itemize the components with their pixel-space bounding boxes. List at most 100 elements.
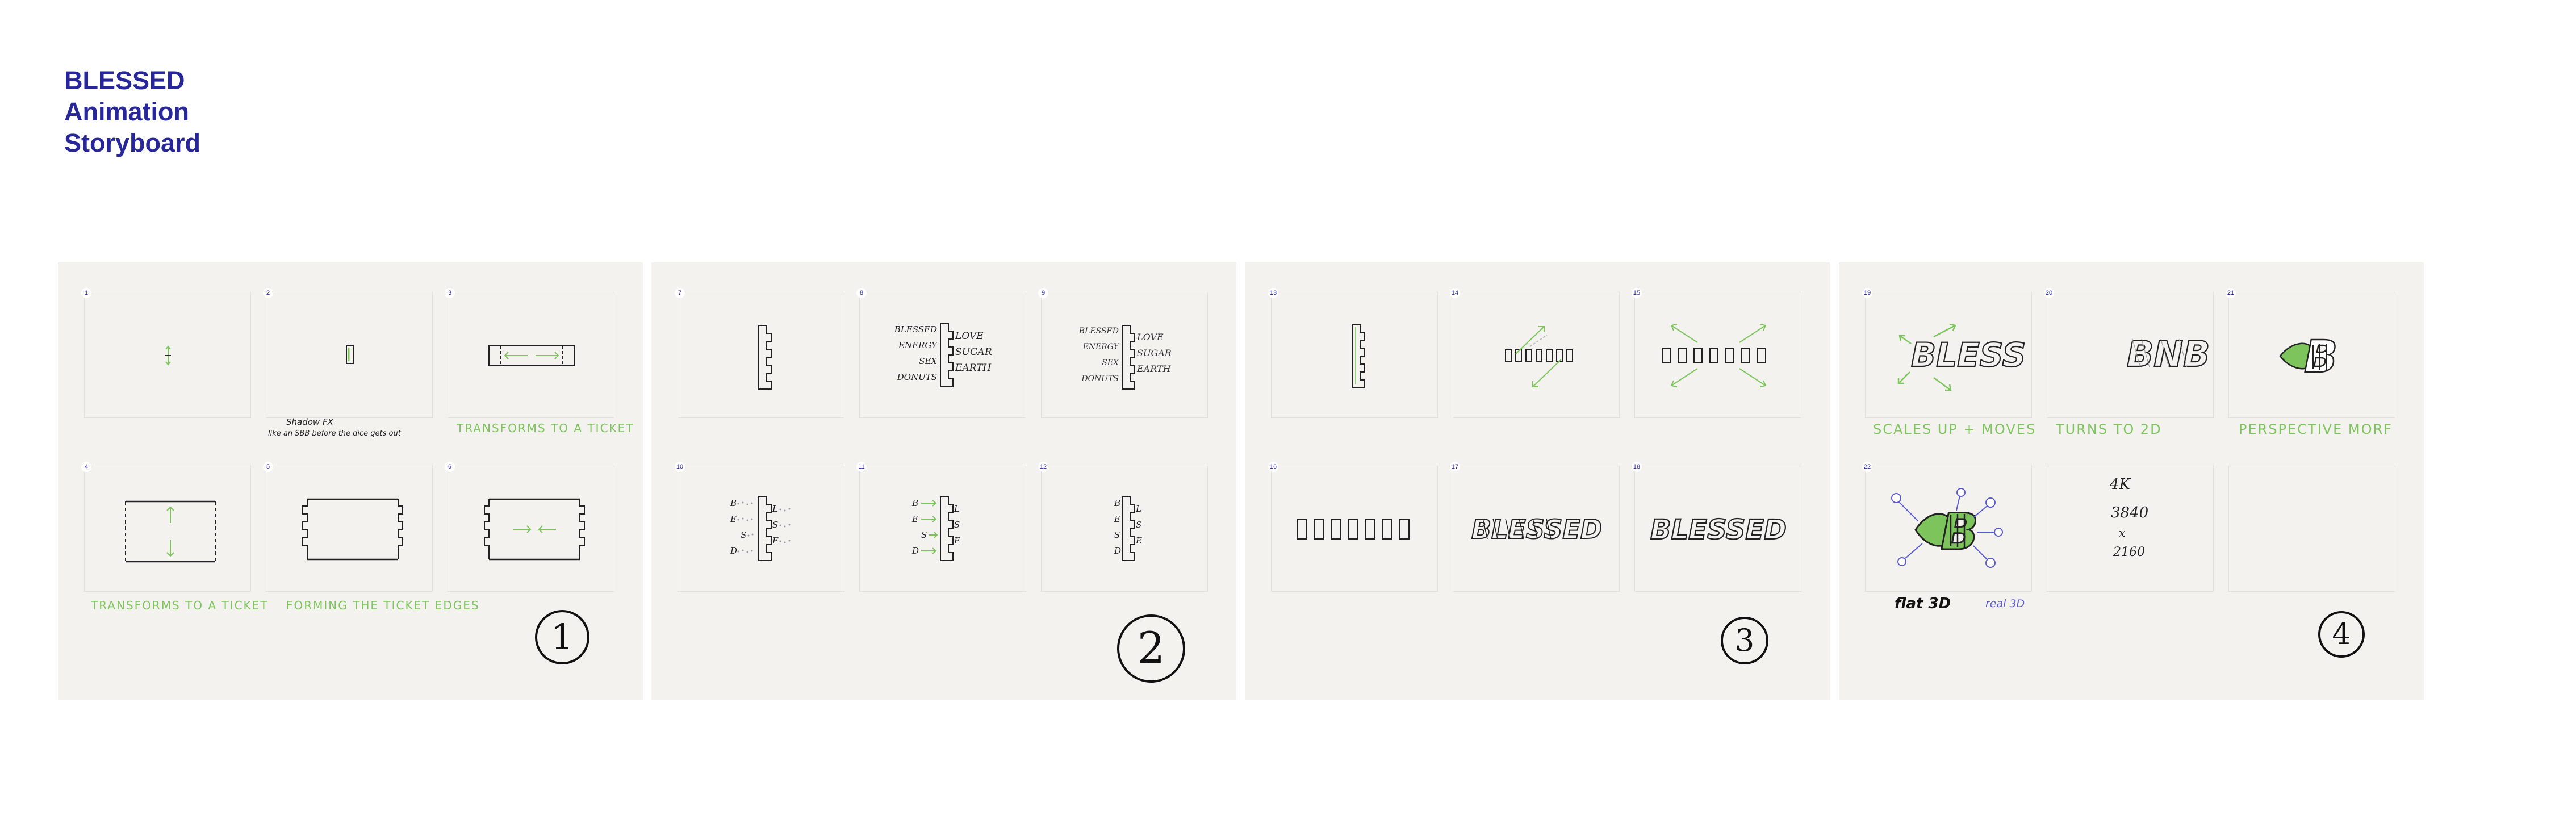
frame-21-caption: PERSPECTIVE MORF <box>2239 421 2393 437</box>
letter-right-3: E <box>954 536 960 546</box>
frame-5: 5 <box>263 462 433 592</box>
frame-number: 12 <box>1038 462 1048 472</box>
word-right-3: EARTH <box>1136 363 1172 374</box>
section-3: 13 14 15 <box>1245 262 1830 700</box>
word-left-4: DONUTS <box>897 372 937 382</box>
frame-number: 19 <box>1862 288 1872 298</box>
frame-number: 8 <box>856 288 867 298</box>
frame-22: 22 B <box>1862 462 2032 592</box>
frame-1: 1 <box>81 288 251 418</box>
section-number-3: 3 <box>1721 617 1768 664</box>
frame-18-sketch: BLESSED <box>1650 513 1787 546</box>
frame-2-sketch <box>346 345 354 364</box>
word-left-1: BLESSED <box>894 324 937 335</box>
frame-20: 20 BNB <box>2044 288 2214 418</box>
frame-17-sketch: BLESSED <box>1471 513 1603 545</box>
frame-14: 14 <box>1450 288 1620 418</box>
frame-5-caption: FORMING THE TICKET EDGES <box>286 599 480 612</box>
frame-4-sketch <box>125 500 216 563</box>
frame-number: 14 <box>1450 288 1460 298</box>
frame-19-sketch: BLESS <box>1897 323 2026 391</box>
letter-left-4: D <box>911 546 919 556</box>
frame-13: 13 <box>1268 288 1438 418</box>
frame-14-sketch <box>1505 326 1573 387</box>
frame-16: 16 <box>1268 462 1438 592</box>
frame-7-sketch <box>758 325 772 390</box>
letter-left-2: E <box>911 514 918 524</box>
letter-left-3: S <box>921 530 927 540</box>
letter-right-3: E <box>1135 536 1142 546</box>
frame-3-caption: TRANSFORMS TO A TICKET <box>457 421 634 435</box>
wordmark-forming: BLESSED <box>1471 514 1602 545</box>
frame-8-sketch: BLESSED ENERGY SEX DONUTS LOVE SUGAR EAR… <box>894 323 992 387</box>
word-right-2: SUGAR <box>1137 348 1172 358</box>
frame-number: 15 <box>1632 288 1642 298</box>
frame-10: 10 B E S D L S E <box>675 462 844 592</box>
frame-number: 11 <box>856 462 867 472</box>
word-left-2: ENERGY <box>1082 342 1120 352</box>
frame-20-caption: TURNS TO 2D <box>2056 421 2162 437</box>
resolution-line-3: x <box>2119 526 2125 540</box>
letter-b-morph: B <box>2304 332 2337 383</box>
frame-11-sketch: B E S D L S E <box>911 496 960 561</box>
frame-number: 20 <box>2044 288 2054 298</box>
frame-8: 8 BLESSED ENERGY SEX DONUTS LOVE SUGAR E… <box>856 288 1026 418</box>
letter-left-1: B <box>730 498 737 508</box>
letter-left-2: E <box>1114 514 1120 524</box>
letter-left-2: E <box>730 514 737 524</box>
letter-b-3d: B <box>1941 503 1979 561</box>
letter-right-2: S <box>1136 520 1141 530</box>
section-1: 1 2 3 4 <box>58 262 643 700</box>
letter-left-1: B <box>1114 498 1120 508</box>
frame-21-sketch: B <box>2279 331 2339 383</box>
frame-number: 10 <box>675 462 685 472</box>
resolution-line-4: 2160 <box>2113 545 2145 559</box>
frame-19: 19 BLESS <box>1862 288 2032 418</box>
letter-right-1: L <box>954 504 960 514</box>
letter-right-2: S <box>772 520 778 530</box>
frame-15: 15 <box>1632 288 1801 418</box>
frame-17: 17 BLESSED <box>1450 462 1620 592</box>
resolution-line-2: 3840 <box>2111 504 2148 521</box>
frame-6: 6 <box>445 462 614 592</box>
frame-number: 6 <box>445 462 455 472</box>
frame-13-sketch <box>1352 324 1365 388</box>
frame-22-caption-left: flat 3D <box>1895 595 1951 612</box>
word-left-3: SEX <box>919 356 938 366</box>
letter-right-2: S <box>954 520 960 530</box>
word-left-3: SEX <box>1102 358 1119 367</box>
frame-12: 12 B E S D L S E <box>1038 462 1208 592</box>
frame-number: 22 <box>1862 462 1872 472</box>
frame-number: 5 <box>263 462 273 472</box>
frame-9: 9 BLESSED ENERGY SEX DONUTS LOVE SUGAR E… <box>1038 288 1208 418</box>
frame-number: 16 <box>1268 462 1278 472</box>
frame-6-sketch <box>484 498 585 561</box>
frame-3: 3 <box>445 288 614 418</box>
frame-5-sketch <box>302 498 403 561</box>
frame-22-caption-right: real 3D <box>1985 597 2025 610</box>
letter-right-1: L <box>772 504 778 514</box>
frame-22-sketch: B <box>1891 488 2003 568</box>
letter-left-4: D <box>1114 546 1121 556</box>
letter-left-4: D <box>730 546 737 556</box>
frame-15-sketch <box>1662 324 1767 387</box>
frame-21: 21 B <box>2226 288 2395 418</box>
word-right-1: LOVE <box>955 331 984 342</box>
frame-24 <box>2228 466 2395 592</box>
frame-20-sketch: BNB <box>2126 333 2211 375</box>
frame-number: 1 <box>81 288 91 298</box>
section-number-4: 4 <box>2318 611 2365 658</box>
section-number-1: 1 <box>535 610 589 664</box>
frame-number: 21 <box>2226 288 2236 298</box>
frame-number: 2 <box>263 288 273 298</box>
frame-10-sketch: B E S D L S E <box>730 496 791 561</box>
frame-7: 7 <box>675 288 844 418</box>
title-line-2: Animation <box>64 97 189 126</box>
frame-19-caption: SCALES UP + MOVES <box>1873 421 2036 437</box>
frame-number: 9 <box>1038 288 1048 298</box>
frame-12-sketch: B E S D L S E <box>1114 496 1142 561</box>
section-number-2: 2 <box>1117 614 1185 683</box>
section-2: 7 8 BLESSED ENERGY SEX DONUTS LOVE SUGAR… <box>651 262 1236 700</box>
frame-number: 3 <box>445 288 455 298</box>
word-left-2: ENERGY <box>898 340 938 350</box>
